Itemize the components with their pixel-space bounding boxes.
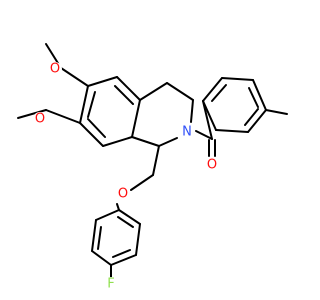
bond-ring-d6 [118,209,141,225]
bond-carbonyl-aryl [202,100,213,140]
bond-ring-d5 [135,223,141,256]
bond-ring-a-double-1 [87,118,106,138]
bond-ring-d-double-1 [97,226,102,250]
bond-n-carbonyl [195,130,213,140]
bond-ring-c1 [202,77,223,102]
bond-ch2-o [130,174,154,191]
bond-ring-a3 [102,136,133,147]
atom-o-methoxy-bottom: O [33,112,47,127]
atom-o-carbonyl: O [205,158,219,173]
molecule-structure: O O N O O F [17,43,288,292]
bond-ring-c-double-2 [244,108,259,126]
bond-ring-a-double-3 [87,91,96,118]
bond-ring-b1 [139,82,168,101]
bond-o1-c6 [60,67,89,87]
molecule-canvas: O O N O O F [17,43,288,292]
bond-ring-a5 [116,76,141,101]
bond-ring-d-double-3 [117,216,134,228]
bond-ring-a6 [87,76,118,87]
bond-ring-d1 [95,209,120,221]
bond-ring-c4 [247,109,267,133]
bond-ring-a1 [79,85,89,124]
atom-n-ring: N [180,125,194,140]
bond-ring-d2 [91,219,97,252]
atom-o-methoxy-top-label: O [50,62,60,77]
bond-o2-c7 [45,109,81,124]
bond-o-aryl [116,203,120,211]
bond-ring-a-double-2 [114,85,134,105]
bond-ring-b3 [190,99,194,123]
atom-o-methoxy-bottom-label: O [35,112,45,127]
bond-ring-a2 [79,122,104,147]
bond-ring-b5 [131,136,160,147]
bond-ring-c-double-1 [211,84,227,102]
bond-c1-ch2 [152,145,160,176]
bond-ring-c2 [221,77,254,81]
atom-o-ether-label: O [118,187,128,202]
bond-methyl-o2 [17,109,47,119]
bond-ring-d3 [91,250,112,266]
bond-ring-c6 [202,100,217,131]
bond-ring-c5 [215,129,249,133]
bond-ring-c3 [252,79,267,111]
bond-ring-d-double-2 [112,249,131,258]
atom-o-ether: O [116,187,130,202]
atom-o-carbonyl-label: O [207,158,217,173]
bond-ring-d4 [110,254,137,266]
bond-aryl-methyl [265,109,288,115]
bond-ring-a4 [131,99,141,138]
bond-ring-c-double-3 [248,87,259,108]
bond-ring-b4 [158,137,178,147]
atom-n-ring-label: N [182,125,192,140]
atom-f-para-label: F [107,277,114,292]
atom-o-methoxy-top: O [48,62,62,77]
atom-f-para: F [104,277,118,292]
bond-ring-b2 [166,82,194,101]
